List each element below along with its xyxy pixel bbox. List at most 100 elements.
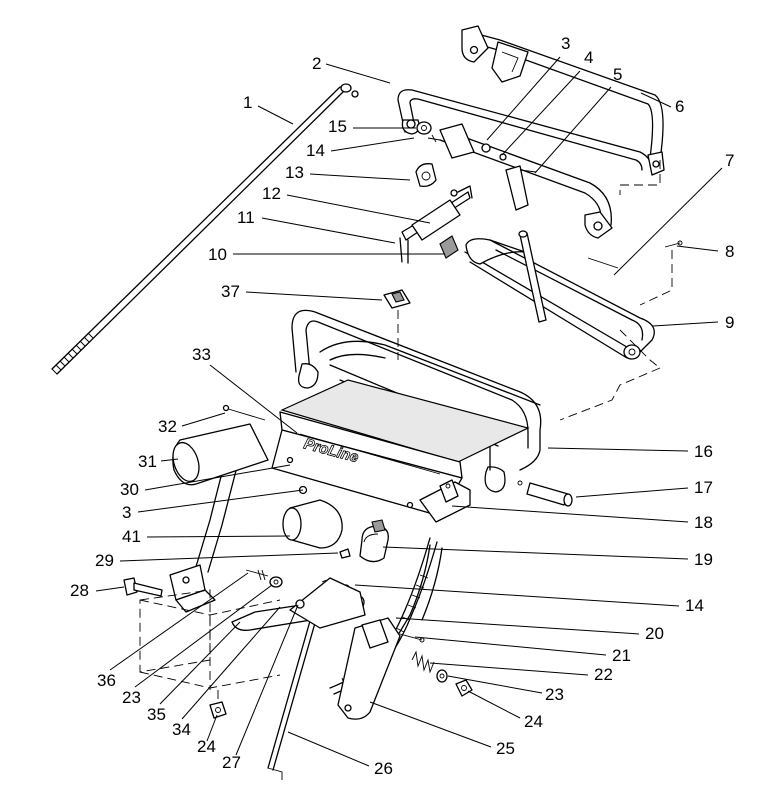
part-31-41-grips <box>172 423 343 549</box>
leader-line-c1 <box>257 105 294 125</box>
callout-c14a: 14 <box>306 141 325 160</box>
callout-c16: 16 <box>694 442 713 461</box>
leader-line-c24b <box>206 714 218 742</box>
leader-line-c14a <box>330 137 415 152</box>
leader-line-c34 <box>181 606 281 720</box>
callout-c4: 4 <box>584 48 593 67</box>
leader-line-c17 <box>575 487 689 498</box>
leader-line-c24a <box>467 690 521 719</box>
callout-c15: 15 <box>328 117 347 136</box>
leader-line-c18 <box>451 505 689 523</box>
part-18-throttle-box <box>419 479 471 523</box>
leader-line-c31 <box>160 458 179 462</box>
part-9-lower-bail <box>464 230 683 360</box>
lower-mount-bracket <box>139 564 281 690</box>
leader-line-c37 <box>245 291 383 301</box>
callout-c28: 28 <box>70 581 89 600</box>
callout-c10: 10 <box>208 245 227 264</box>
part-12-11-10-lever <box>399 185 473 264</box>
callout-c23a: 23 <box>545 685 564 704</box>
callout-c27: 27 <box>222 753 241 772</box>
leader-line-c12 <box>286 194 431 224</box>
callout-c36: 36 <box>97 671 116 690</box>
leader-line-c33 <box>209 364 298 434</box>
callout-c23b: 23 <box>122 688 141 707</box>
callout-c18: 18 <box>694 513 713 532</box>
part-23-36-hardware <box>245 569 283 588</box>
callout-c3a: 3 <box>561 34 570 53</box>
part-23-24-washer-nut <box>436 669 473 697</box>
callout-c26: 26 <box>374 759 393 778</box>
callout-c31: 31 <box>138 452 157 471</box>
leader-line-c19 <box>382 546 689 560</box>
part-22-spring <box>411 650 435 674</box>
callout-c29: 29 <box>95 551 114 570</box>
leader-line-c29 <box>119 552 339 562</box>
part-28-bolt <box>123 577 163 597</box>
callout-c1: 1 <box>243 93 252 112</box>
callout-c22: 22 <box>594 665 613 684</box>
leader-line-c3b <box>137 489 304 513</box>
callout-c35: 35 <box>147 705 166 724</box>
callout-labels: 1234567891011121314151617181914202122232… <box>70 34 734 778</box>
leader-line-c14b <box>354 584 680 607</box>
callout-c13: 13 <box>285 163 304 182</box>
leader-line-c21 <box>414 636 607 656</box>
part-33-control-panel: ProLine <box>271 379 530 517</box>
leader-line-c13 <box>309 173 411 181</box>
leader-line-c32 <box>181 412 226 427</box>
leader-line-c8 <box>676 245 719 252</box>
leader-line-c11 <box>261 217 396 244</box>
callout-c37: 37 <box>221 282 240 301</box>
leader-line-c5 <box>534 86 612 174</box>
part-16-main-handle <box>194 309 542 641</box>
part-35-34-lever-links <box>231 577 366 631</box>
part-6-rear-bail <box>461 25 665 176</box>
callout-c6: 6 <box>675 97 684 116</box>
leader-line-c30 <box>144 464 291 491</box>
callout-c2: 2 <box>312 54 321 73</box>
leader-line-c23a <box>447 675 543 694</box>
callout-c12: 12 <box>262 184 281 203</box>
leader-line-c23b <box>134 584 273 688</box>
callout-c3b: 3 <box>122 503 131 522</box>
part-25-bracket <box>337 617 425 720</box>
leader-line-c9 <box>652 321 719 327</box>
leader-line-c22 <box>429 662 589 676</box>
leader-line-c3a <box>486 56 561 141</box>
callout-c8: 8 <box>725 242 734 261</box>
leader-line-c2 <box>325 63 391 84</box>
callout-c7: 7 <box>725 151 734 170</box>
callout-c11: 11 <box>237 208 255 227</box>
callout-c24b: 24 <box>197 737 216 756</box>
part-17-pin <box>517 480 573 507</box>
leader-line-c26 <box>287 731 370 767</box>
callout-c19: 19 <box>694 550 713 569</box>
callout-c25: 25 <box>496 739 515 758</box>
callout-c24a: 24 <box>524 712 543 731</box>
leader-line-c28 <box>95 586 125 592</box>
leader-line-c16 <box>547 447 689 452</box>
callout-c41: 41 <box>122 527 141 546</box>
callout-c17: 17 <box>694 478 713 497</box>
callout-c21: 21 <box>612 646 631 665</box>
part-19-clamp <box>339 519 389 563</box>
leader-line-c6 <box>640 92 672 108</box>
callout-c34: 34 <box>172 720 191 739</box>
part-37-clip <box>383 289 411 309</box>
leader-line-c36 <box>109 572 249 671</box>
callout-c30: 30 <box>120 480 139 499</box>
part-15-14-13-hardware <box>415 121 537 211</box>
callout-c5: 5 <box>613 65 622 84</box>
callout-c20: 20 <box>645 624 664 643</box>
leader-line-c35 <box>159 621 241 705</box>
leader-line-c41 <box>146 535 291 538</box>
leader-line-c4 <box>501 70 581 156</box>
callout-c14b: 14 <box>685 596 704 615</box>
leader-line-c25 <box>369 701 492 748</box>
part-24-nut <box>209 690 227 719</box>
assembly-guide-lines-upper <box>397 160 673 421</box>
part-1-rod <box>51 83 359 375</box>
